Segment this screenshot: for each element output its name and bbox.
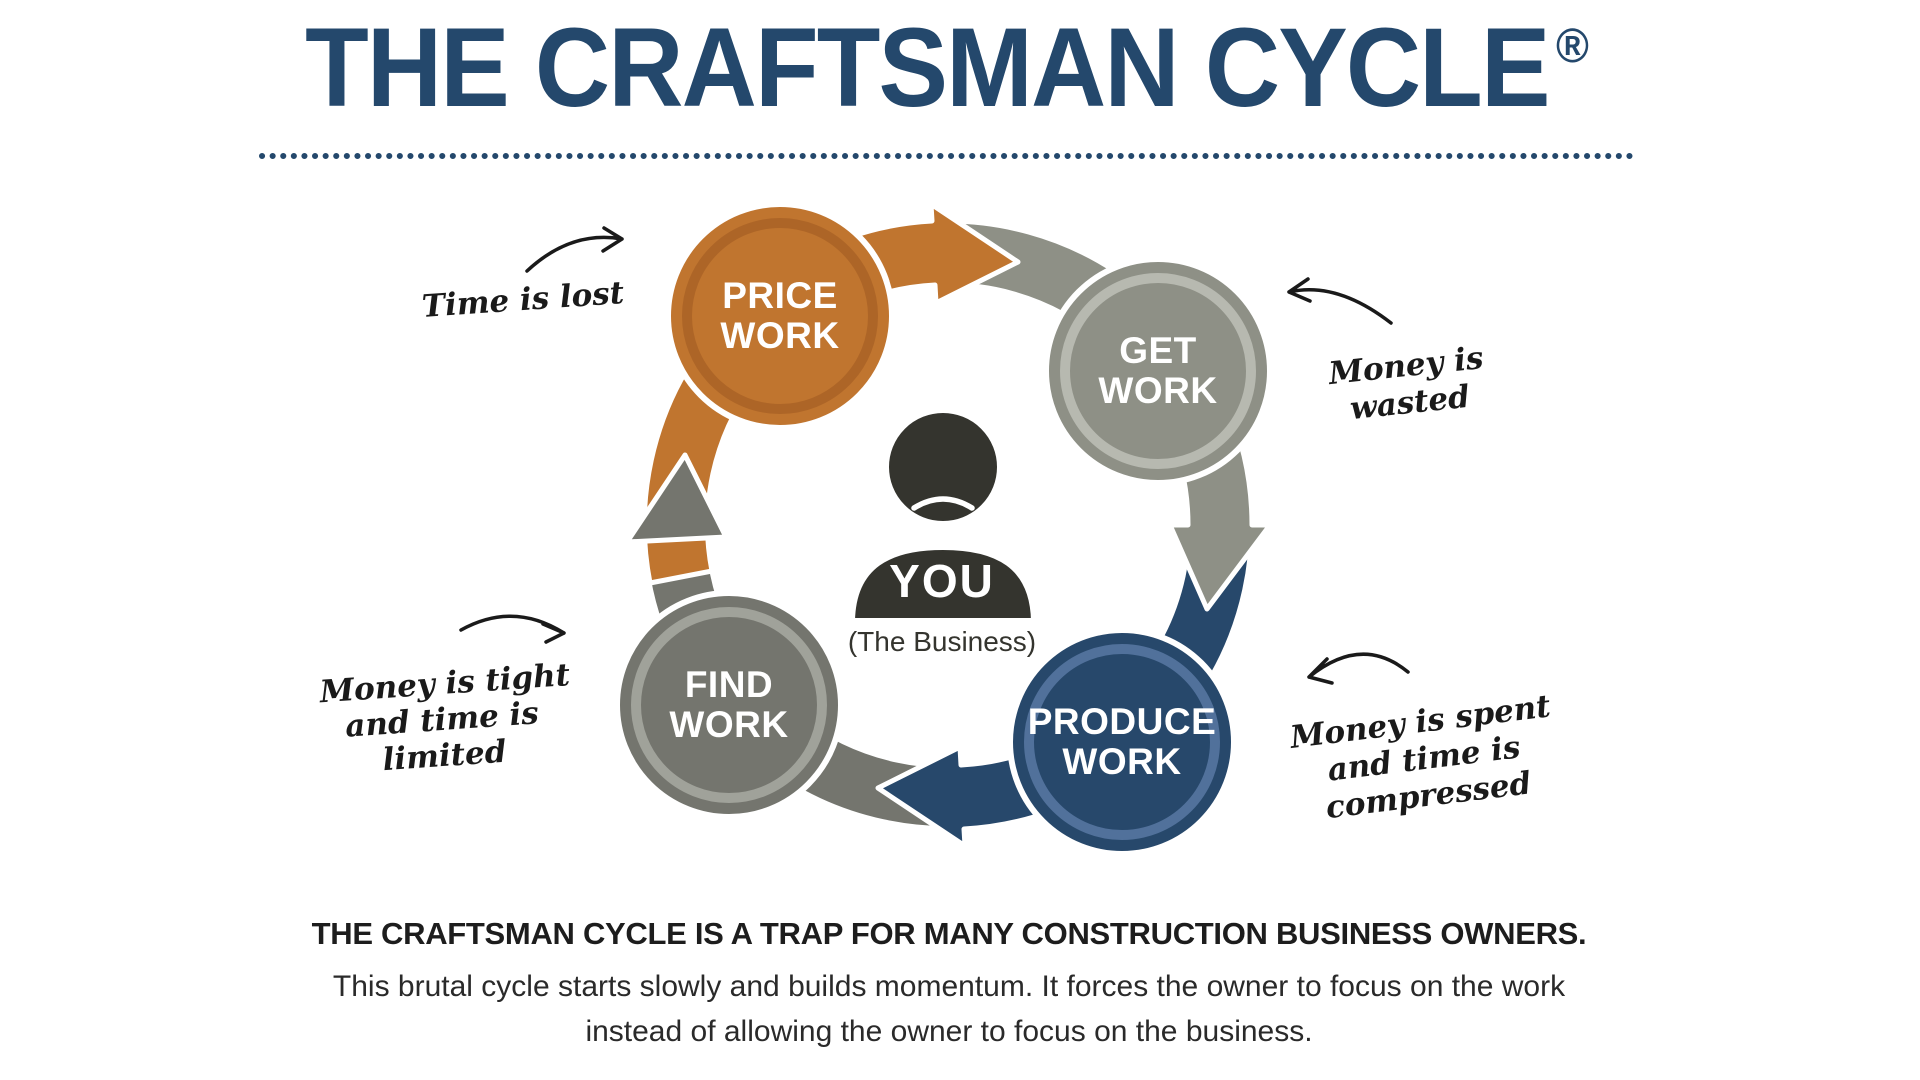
produce-work-label-line2: WORK: [1062, 741, 1181, 782]
page-title-text: THE CRAFTSMAN CYCLE: [305, 5, 1550, 130]
registered-trademark-symbol: ®: [1556, 20, 1589, 73]
get-work-circle: [1043, 256, 1273, 486]
footer-body-line-1: This brutal cycle starts slowly and buil…: [332, 970, 1566, 1003]
find-work-label-line1: FIND: [685, 664, 773, 705]
footer-body-line-2: instead of allowing the owner to focus o…: [585, 1015, 1313, 1048]
annotation-arrow-money-tight: [459, 614, 566, 644]
annotation-arrow-money-spent: [1307, 652, 1410, 685]
footer-heading: THE CRAFTSMAN CYCLE IS A TRAP FOR MANY C…: [311, 916, 1587, 951]
person-body: [849, 544, 1037, 624]
node-price-work: PRICE WORK: [665, 201, 895, 431]
produce-work-ring: [1024, 644, 1220, 840]
footer-text-block: THE CRAFTSMAN CYCLE IS A TRAP FOR MANY C…: [0, 916, 1909, 1054]
annotation-money-is-tight: Money is tight and time is limited: [319, 657, 572, 782]
find-work-ring: [631, 607, 827, 803]
price-work-label-line2: WORK: [720, 315, 839, 356]
get-work-ring: [1060, 273, 1256, 469]
price-work-ring: [682, 218, 878, 414]
get-work-label-line2: WORK: [1098, 370, 1217, 411]
find-work-label-line2: WORK: [669, 704, 788, 745]
get-work-label-line1: GET: [1119, 330, 1197, 371]
cycle-arrowhead-find-to-price: [624, 452, 729, 545]
price-work-circle: [665, 201, 895, 431]
center-sublabel-business: (The Business): [848, 626, 1036, 657]
find-work-circle: [614, 590, 844, 820]
node-find-work: FIND WORK: [614, 590, 844, 820]
produce-work-circle: [1007, 627, 1237, 857]
person-icon: YOU (The Business): [848, 407, 1037, 657]
annotation-arrow-time-lost: [525, 226, 624, 273]
person-frown: [911, 496, 975, 511]
node-produce-work: PRODUCE WORK: [1007, 627, 1237, 857]
center-label-you: YOU: [889, 555, 995, 607]
produce-work-label-line1: PRODUCE: [1028, 701, 1217, 742]
price-work-label-line1: PRICE: [722, 275, 838, 316]
page-title: THE CRAFTSMAN CYCLE®: [54, 12, 1840, 124]
annotation-arrow-money-wasted: [1287, 277, 1393, 325]
node-get-work: GET WORK: [1043, 256, 1273, 486]
person-head: [883, 407, 1003, 527]
